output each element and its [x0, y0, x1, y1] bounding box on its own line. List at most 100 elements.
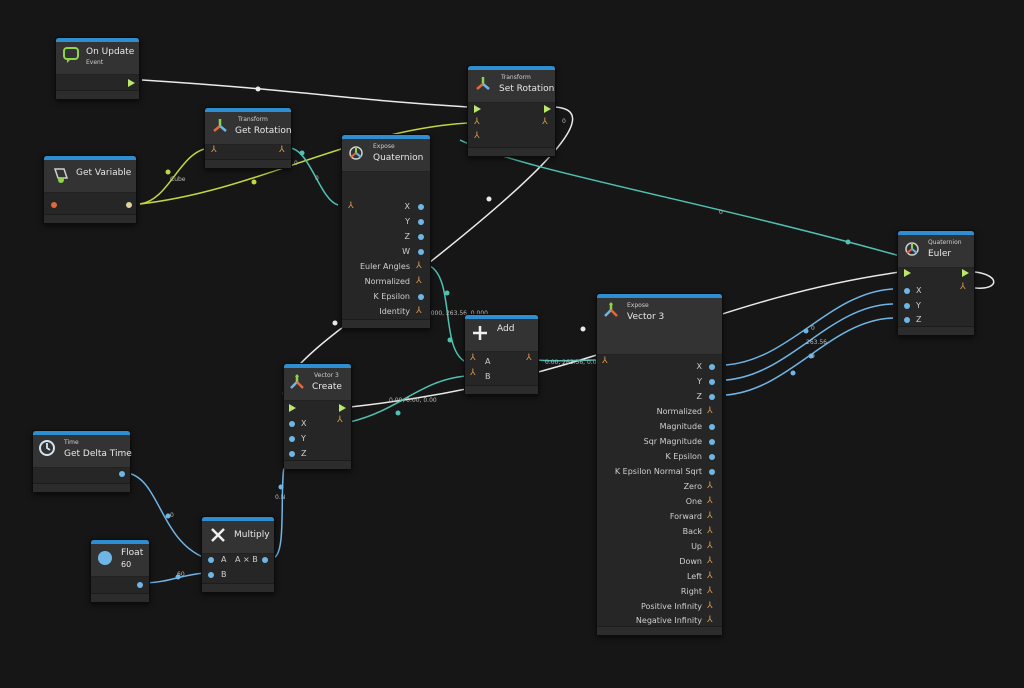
wire-float-delta-to-multiply: [127, 472, 206, 559]
variable-in-port[interactable]: [51, 202, 57, 208]
delta-time-out-port[interactable]: [119, 471, 125, 477]
z-out-port[interactable]: [418, 234, 424, 240]
flow-out-port[interactable]: [339, 404, 346, 412]
positive-infinity-out-port[interactable]: ⅄: [707, 601, 713, 611]
zero-out-port[interactable]: ⅄: [707, 481, 713, 491]
target-out-port[interactable]: ⅄: [542, 117, 548, 127]
vector3-in-port[interactable]: ⅄: [602, 356, 608, 366]
z-in-port[interactable]: [289, 451, 295, 457]
rotation-out-port[interactable]: ⅄: [960, 282, 966, 292]
w-out-port[interactable]: [418, 249, 424, 255]
rotation-in-port[interactable]: ⅄: [474, 131, 480, 141]
b-in-port[interactable]: [208, 572, 214, 578]
target-in-port[interactable]: ⅄: [474, 117, 480, 127]
y-in-port[interactable]: [904, 303, 910, 309]
k-epsilon-normal-sqrt-out-port[interactable]: [709, 469, 715, 475]
magnitude-out-port[interactable]: [709, 424, 715, 430]
node-add[interactable]: Add ⅄ A ⅄ B ⅄: [464, 314, 539, 395]
float-out-port[interactable]: [137, 582, 143, 588]
left-out-port[interactable]: ⅄: [707, 571, 713, 581]
float-value: 60: [121, 560, 132, 569]
node-title: Get Delta Time: [64, 449, 132, 459]
z-out-port[interactable]: [709, 394, 715, 400]
negative-infinity-out-port[interactable]: ⅄: [707, 615, 713, 625]
event-icon: [63, 47, 79, 63]
up-out-port[interactable]: ⅄: [707, 541, 713, 551]
node-title: On Update: [86, 47, 135, 57]
one-out-port[interactable]: ⅄: [707, 496, 713, 506]
node-get-delta-time[interactable]: Time Get Delta Time: [32, 430, 132, 493]
input-a: A: [485, 357, 491, 366]
value-tag-create: 0.00, 0.00, 0.00: [389, 397, 437, 404]
wire-object-var-to-setrot: [139, 122, 469, 205]
node-float[interactable]: Float 60: [90, 539, 150, 603]
quaternion-in-port[interactable]: ⅄: [348, 201, 354, 211]
value-tag-60: 60: [177, 571, 185, 578]
row-up: Up: [691, 542, 702, 551]
node-kind: Vector 3: [314, 372, 339, 379]
x-out-port[interactable]: [709, 364, 715, 370]
right-out-port[interactable]: ⅄: [707, 586, 713, 596]
rotation-out-port[interactable]: ⅄: [279, 145, 285, 155]
node-quaternion-euler[interactable]: Quaternion Euler ⅄ X Y Z: [897, 230, 975, 336]
flow-out-port[interactable]: [962, 269, 969, 277]
sqr-magnitude-out-port[interactable]: [709, 439, 715, 445]
result-out-port[interactable]: ⅄: [526, 353, 532, 363]
x-out-port[interactable]: [418, 204, 424, 210]
node-quaternion-expose[interactable]: Expose Quaternion ⅄ X Y Z W Euler Angles…: [341, 134, 431, 329]
result-out-port[interactable]: [262, 557, 268, 563]
value-tag-zero-b: 0: [315, 175, 319, 182]
plus-icon: [473, 326, 487, 340]
node-on-update[interactable]: On Update Event: [55, 37, 140, 100]
node-set-rotation[interactable]: Transform Set Rotation ⅄ ⅄ ⅄: [467, 65, 556, 157]
y-out-port[interactable]: [709, 379, 715, 385]
euler-angles-out-port[interactable]: ⅄: [416, 261, 422, 271]
y-in-port[interactable]: [289, 436, 295, 442]
forward-out-port[interactable]: ⅄: [707, 511, 713, 521]
wire-object-var-to-getrot: [139, 147, 211, 205]
input-x: X: [916, 286, 922, 295]
variable-out-port[interactable]: [126, 202, 132, 208]
k-epsilon-out-port[interactable]: [709, 454, 715, 460]
vector-out-port[interactable]: ⅄: [337, 415, 343, 425]
k-epsilon-out-port[interactable]: [418, 294, 424, 300]
input-y: Y: [916, 301, 921, 310]
node-kind: Quaternion: [928, 239, 962, 246]
node-vector3-create[interactable]: Vector 3 Create ⅄ X Y Z: [283, 363, 352, 470]
down-out-port[interactable]: ⅄: [707, 556, 713, 566]
wire-float-vec3y-to-euler: [725, 303, 894, 381]
identity-out-port[interactable]: ⅄: [416, 306, 422, 316]
flow-in-port[interactable]: [474, 105, 481, 113]
node-multiply[interactable]: Multiply A A × B B: [201, 516, 275, 593]
flow-in-port[interactable]: [904, 269, 911, 277]
node-kind: Expose: [627, 302, 649, 309]
row-forward: Forward: [669, 512, 702, 521]
vector3-icon: [290, 374, 304, 389]
flow-out-port[interactable]: [128, 79, 135, 87]
row-sqr-magnitude: Sqr Magnitude: [643, 437, 702, 446]
node-vector3-expose[interactable]: Expose Vector 3 X Y Z Normalized ⅄ Magni…: [596, 293, 723, 636]
node-subtitle: Event: [86, 59, 104, 66]
x-in-port[interactable]: [904, 288, 910, 294]
node-kind: Expose: [373, 143, 395, 150]
flow-in-port[interactable]: [289, 404, 296, 412]
row-x: X: [696, 362, 702, 371]
y-out-port[interactable]: [418, 219, 424, 225]
rotation-in-port[interactable]: ⅄: [211, 145, 217, 155]
a-in-port[interactable]: [208, 557, 214, 563]
value-tag-0c: 0: [170, 512, 174, 519]
z-in-port[interactable]: [904, 317, 910, 323]
x-in-port[interactable]: [289, 421, 295, 427]
node-title: Float: [121, 548, 144, 558]
normalized-out-port[interactable]: ⅄: [707, 406, 713, 416]
input-z: Z: [916, 315, 922, 324]
a-in-port[interactable]: ⅄: [470, 353, 476, 363]
b-in-port[interactable]: ⅄: [470, 368, 476, 378]
normalized-out-port[interactable]: ⅄: [416, 276, 422, 286]
node-get-rotation[interactable]: Transform Get Rotation ⅄ ⅄: [204, 107, 292, 169]
node-get-variable[interactable]: Get Variable: [43, 155, 137, 224]
wire-float-vec3x-to-euler: [725, 288, 894, 366]
back-out-port[interactable]: ⅄: [707, 526, 713, 536]
flow-out-port[interactable]: [544, 105, 551, 113]
